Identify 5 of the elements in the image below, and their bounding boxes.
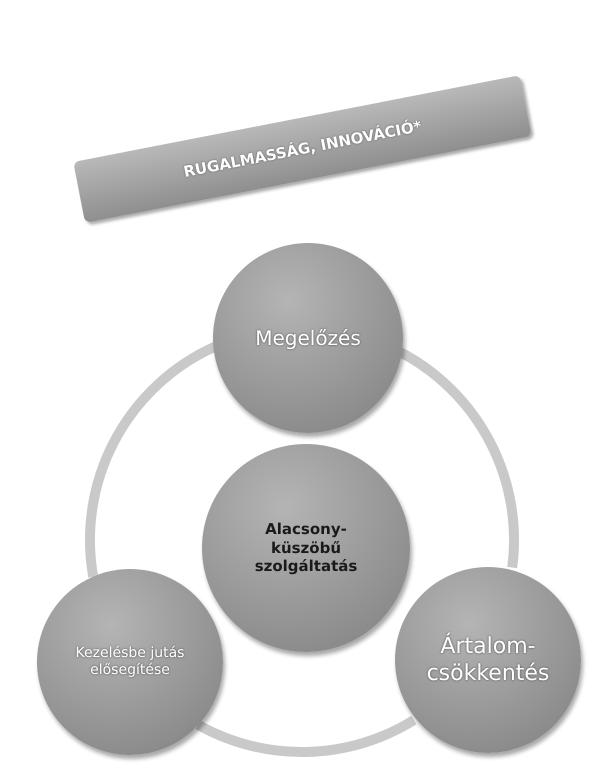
circle-label: Kezelésbe jutás elősegítése [75,644,185,680]
ring-arc [196,716,416,757]
circle-label: Ártalom-csökkentés [426,632,550,688]
circle-label: Alacsony-küszöbű szolgáltatás [254,520,358,576]
circle-label: Megelőzés [255,326,361,350]
